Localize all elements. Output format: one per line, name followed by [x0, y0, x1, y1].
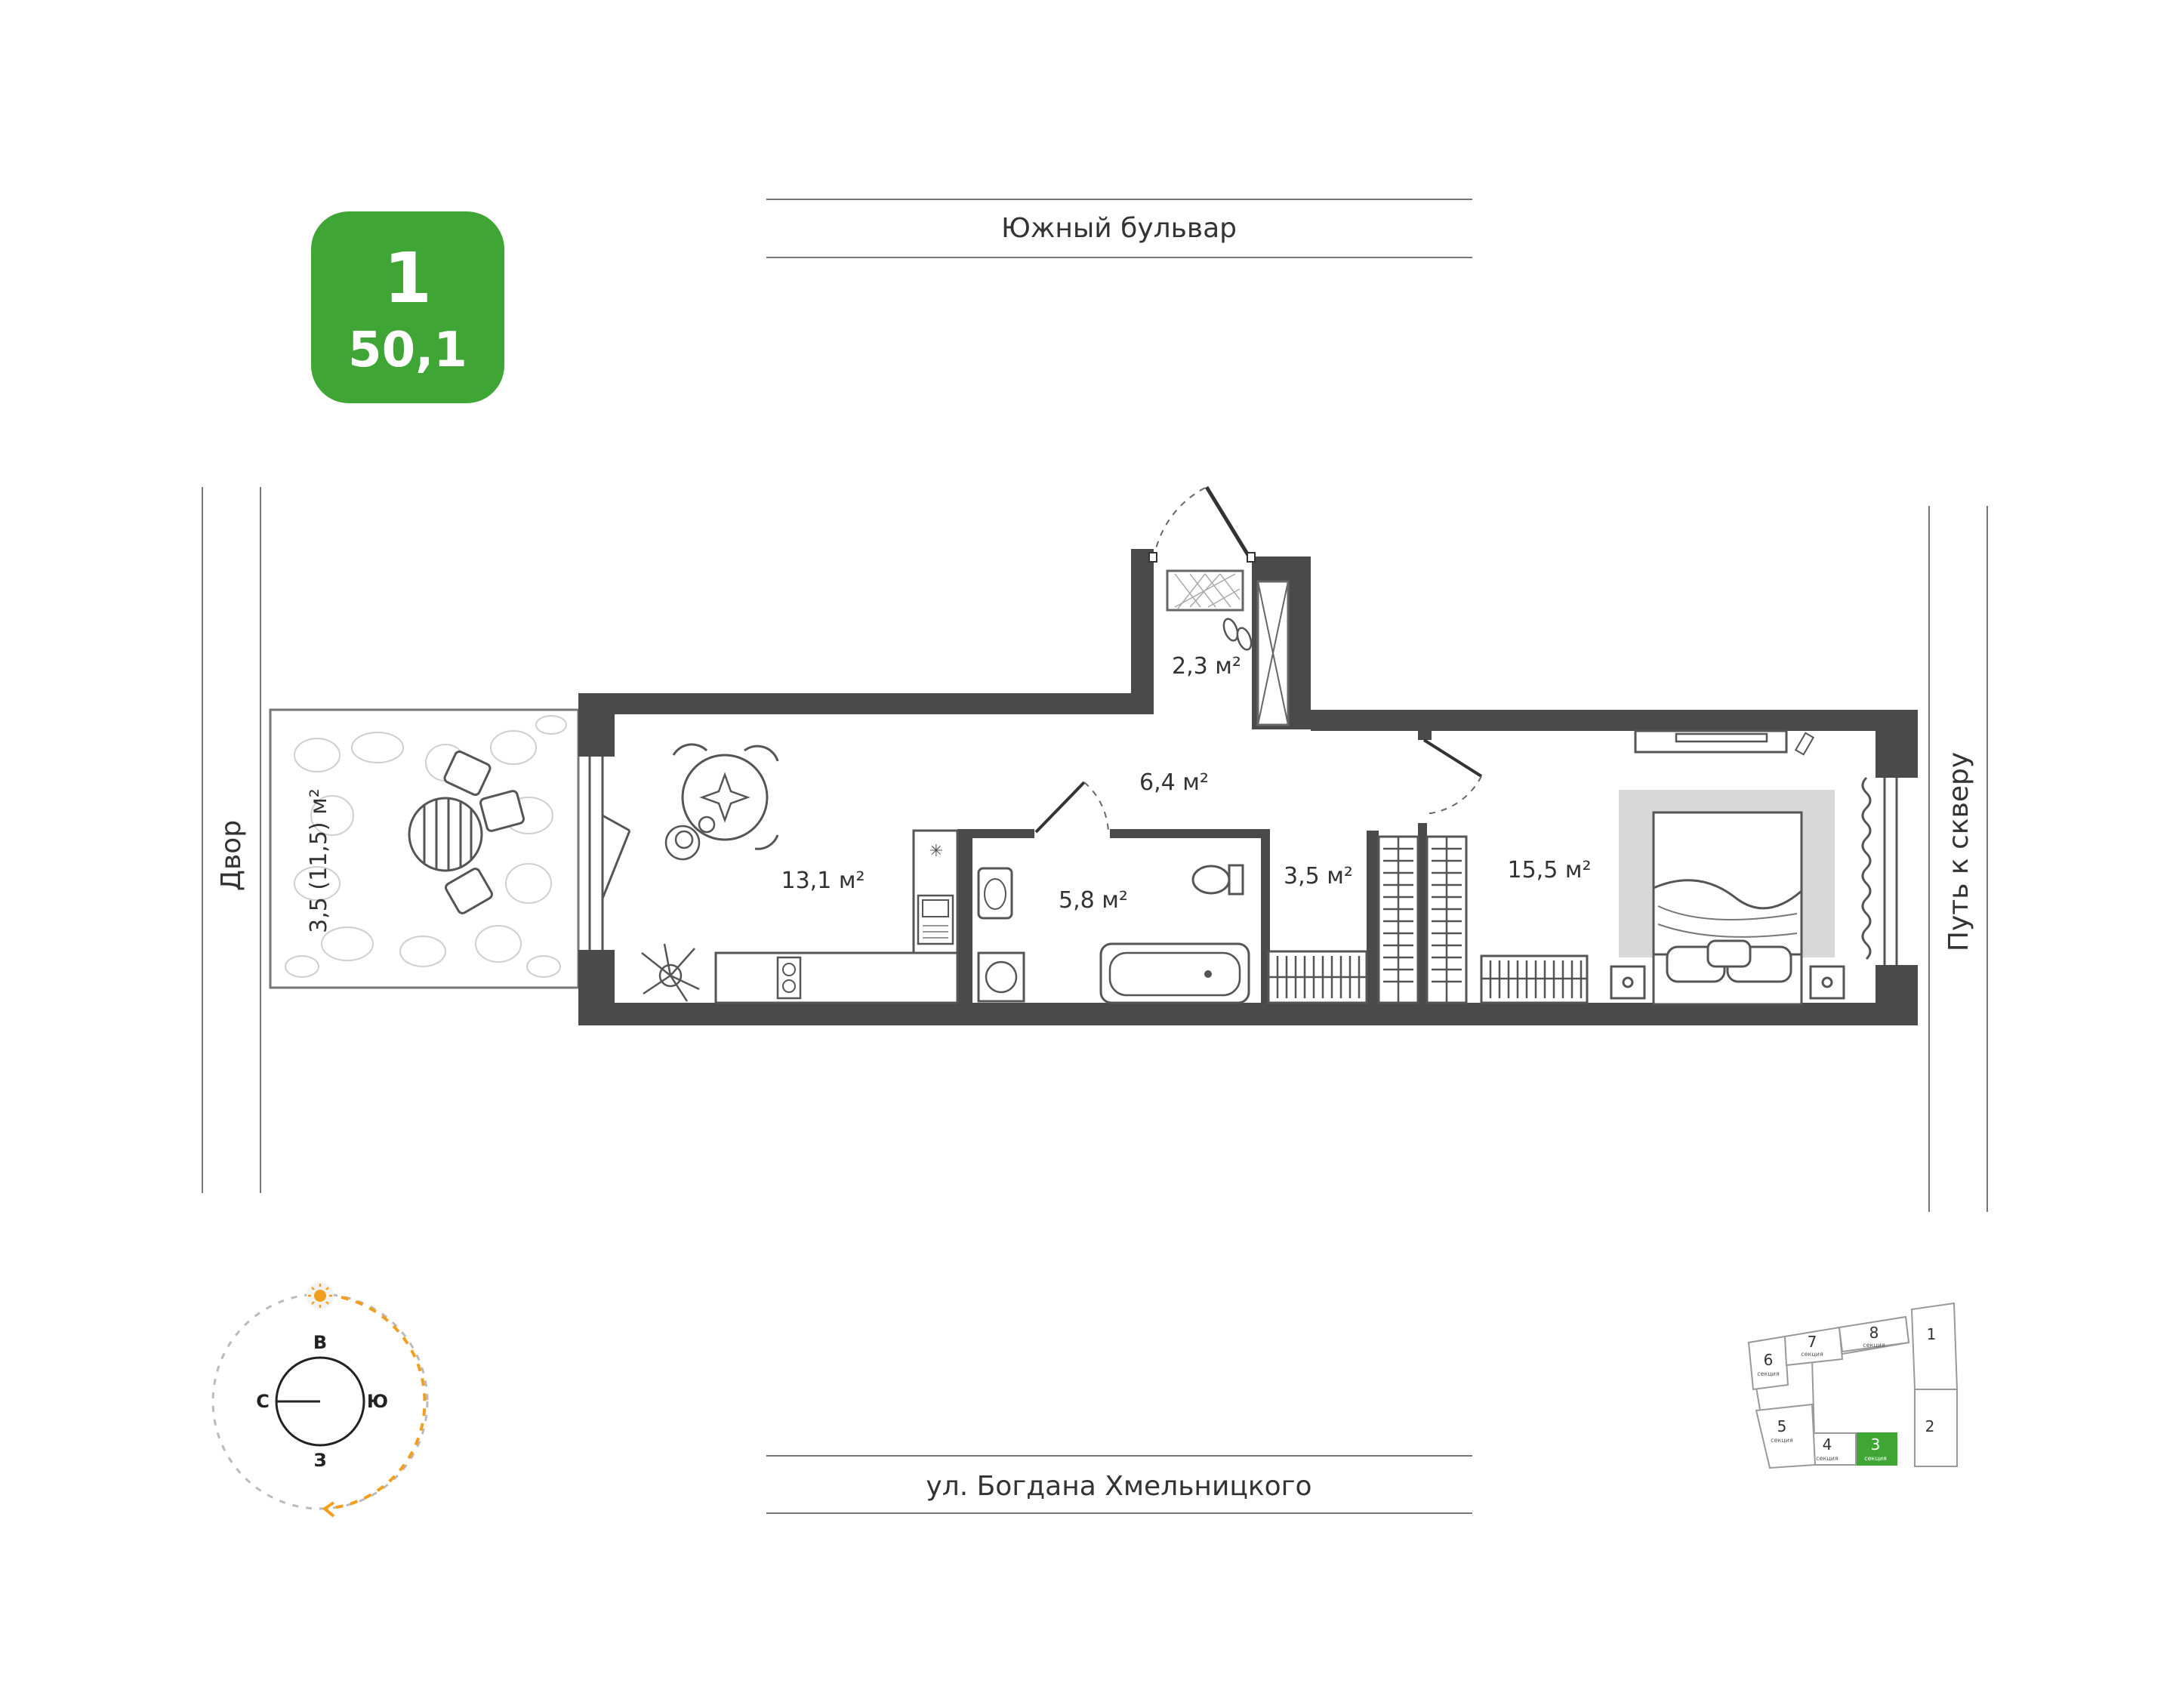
compass-east-label: В: [313, 1332, 327, 1353]
street-top-label: Южный бульвар: [1001, 213, 1237, 244]
windows: [588, 757, 1898, 965]
section-captions: секция секция секция секция секция секци…: [1757, 1342, 1887, 1462]
bathtub: [1099, 942, 1250, 1004]
kitchen-area-label: 13,1 м²: [781, 868, 865, 894]
section-numbers: 1 2 3 4 5 6 7 8: [1764, 1324, 1937, 1454]
section-6-number: 6: [1764, 1351, 1774, 1369]
wardrobe-area-label: 3,5 м²: [1284, 863, 1353, 889]
compass-north-label: С: [256, 1391, 270, 1412]
bathroom-area-label: 5,8 м²: [1059, 887, 1128, 914]
bedroom-door[interactable]: [1422, 738, 1483, 815]
toilet: [1191, 864, 1244, 896]
table-flower-icon: [699, 772, 751, 823]
balcony: 3,5 (11,5) м²: [269, 708, 580, 989]
badge-area: 50,1: [348, 322, 467, 378]
section-7-caption: секция: [1801, 1351, 1823, 1358]
washbasin: [977, 867, 1013, 920]
section-8-caption: секция: [1863, 1342, 1885, 1349]
wardrobe: 3,5 м²: [1267, 835, 1419, 1004]
section-6[interactable]: [1747, 1335, 1789, 1391]
balcony-tile-pattern: [285, 715, 567, 978]
vestibule: 2,3 м²: [1166, 569, 1290, 726]
washing-machine: [977, 951, 1025, 1003]
hood-icon: ✳: [929, 842, 943, 861]
compass-south-label: Ю: [367, 1391, 388, 1412]
section-3-caption: секция: [1864, 1455, 1887, 1462]
person-icon: [664, 815, 716, 861]
balcony-area-label: 3,5 (11,5) м²: [306, 788, 332, 933]
sun-path-arrow-icon: [322, 1501, 335, 1518]
section-1[interactable]: [1910, 1302, 1959, 1390]
curtain: [1861, 776, 1872, 960]
street-left: Двор: [202, 487, 261, 1193]
compass: В С Ю З: [211, 1282, 429, 1518]
bedroom: 15,5 м²: [1425, 729, 1872, 1006]
section-2-number: 2: [1925, 1417, 1935, 1435]
door-mat-pattern: [1174, 573, 1241, 609]
balcony-table: [408, 750, 525, 914]
hall-area-label: 6,4 м²: [1139, 769, 1209, 796]
badge-rooms: 1: [384, 238, 432, 319]
section-5[interactable]: [1755, 1403, 1817, 1469]
dining-table: [664, 743, 779, 861]
kitchen-sink: [917, 894, 954, 945]
section-3[interactable]: [1855, 1432, 1897, 1466]
section-1-number: 1: [1927, 1325, 1937, 1343]
bathroom-door[interactable]: [1034, 781, 1109, 834]
street-top: Южный бульвар: [766, 199, 1472, 258]
bathroom: 5,8 м²: [977, 864, 1250, 1004]
section-6-caption: секция: [1757, 1370, 1780, 1377]
vestibule-area-label: 2,3 м²: [1172, 653, 1241, 680]
walls: [578, 549, 1918, 1025]
entrance-door[interactable]: [1148, 486, 1256, 563]
bedroom-area-label: 15,5 м²: [1508, 857, 1592, 883]
street-right-label: Путь к скверу: [1943, 752, 1974, 951]
slippers-icon: [1222, 618, 1253, 651]
balcony-chair: [443, 750, 525, 914]
plant-icon: [641, 943, 700, 1002]
apartment-badge: 1 50,1: [311, 211, 504, 403]
dining-chair: [672, 743, 779, 850]
section-4[interactable]: [1811, 1432, 1857, 1466]
pillow: [1666, 939, 1792, 983]
section-4-caption: секция: [1816, 1455, 1839, 1462]
section-7[interactable]: [1783, 1326, 1844, 1367]
section-4-number: 4: [1823, 1435, 1832, 1454]
cooktop: [776, 956, 802, 1000]
tv-unit: [1634, 729, 1815, 756]
badge-background: [311, 211, 504, 403]
street-right: Путь к скверу: [1928, 506, 1988, 1212]
street-bottom: ул. Богдана Хмельницкого: [766, 1455, 1472, 1514]
section-2[interactable]: [1914, 1389, 1958, 1467]
sun-path: [325, 1296, 427, 1510]
section-8[interactable]: [1838, 1315, 1910, 1353]
section-5-number: 5: [1777, 1417, 1787, 1435]
section-7-number: 7: [1808, 1333, 1817, 1351]
remote-icon: [1794, 732, 1815, 756]
street-bottom-label: ул. Богдана Хмельницкого: [926, 1471, 1311, 1502]
nightstand: [1610, 965, 1845, 1000]
bed: [1652, 811, 1803, 1006]
section-8-number: 8: [1869, 1324, 1879, 1342]
street-left-label: Двор: [216, 820, 247, 891]
section-3-number: 3: [1871, 1435, 1881, 1454]
compass-west-label: З: [313, 1450, 326, 1471]
tv-icon: [1675, 732, 1768, 743]
section-5-caption: секция: [1771, 1437, 1793, 1444]
section-map: [1747, 1302, 1959, 1469]
kitchen: ✳ 13,1 м²: [641, 743, 959, 1004]
sun-icon: [307, 1282, 334, 1309]
